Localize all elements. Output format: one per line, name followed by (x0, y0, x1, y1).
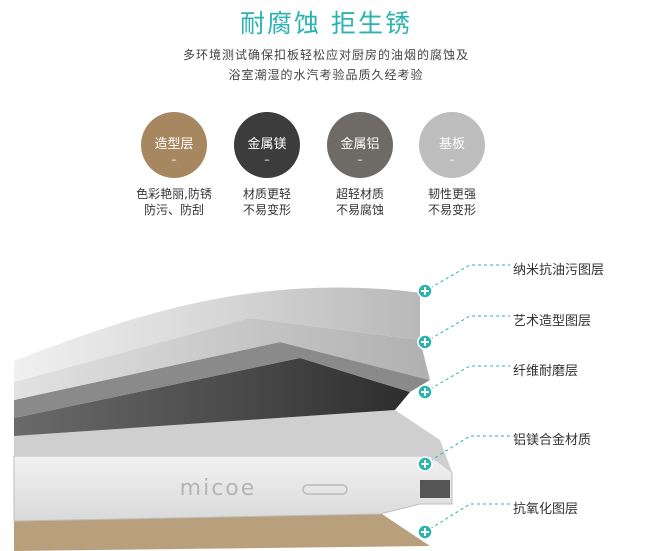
brand-logo: micoe (180, 476, 257, 501)
callout-label-art: 艺术造型图层 (513, 314, 592, 329)
caption-line: 色彩艳丽,防锈 (136, 187, 212, 201)
layer-circle-substrate: 基板 – (419, 112, 485, 178)
caption-line: 超轻材质 (335, 187, 384, 201)
layer-circle-label: 金属铝 (340, 137, 380, 152)
layer-circle-label: 造型层 (154, 137, 194, 152)
description-line-2: 浴室潮湿的水汽考验品质久经考验 (228, 68, 424, 82)
layer-circle-label: 基板 (438, 137, 465, 152)
layer-circle-dash: – (171, 153, 177, 166)
caption-line: 不易变形 (427, 203, 476, 217)
alloy-panel-top (14, 410, 452, 472)
callout-label-nano: 纳米抗油污图层 (513, 263, 605, 278)
layer-circle-dash: – (264, 153, 270, 166)
art-coating-sheet (14, 318, 430, 400)
fiber-layer-sheet (14, 358, 410, 436)
layer-circle-dash: – (357, 153, 363, 166)
caption-line: 不易变形 (242, 203, 291, 217)
layer-caption-magnesium: 材质更轻 不易变形 (217, 186, 317, 218)
layer-circle-label: 金属镁 (247, 137, 287, 152)
callout-label-oxidation: 抗氧化图层 (513, 502, 579, 517)
callout-label-alloy: 铝镁合金材质 (513, 433, 592, 448)
plus-marker-art-icon (417, 334, 433, 350)
callout-label-fiber: 纤维耐磨层 (513, 364, 579, 379)
layer-caption-coating: 色彩艳丽,防锈 防污、防刮 (124, 186, 224, 218)
layer-circle-dash: – (449, 153, 455, 166)
description-line-1: 多环境测试确保扣板轻松应对厨房的油烟的腐蚀及 (182, 48, 469, 62)
plus-marker-nano-icon (417, 283, 433, 299)
plus-marker-fiber-icon (417, 384, 433, 400)
panel-slot (302, 484, 348, 495)
magnesium-layer-sheet (14, 342, 430, 418)
callout-line-alloy (424, 435, 510, 465)
nano-coating-sheet (14, 286, 420, 382)
layer-caption-aluminum: 超轻材质 不易腐蚀 (310, 186, 410, 218)
callout-line-oxidation (424, 503, 510, 533)
layer-circle-coating: 造型层 – (141, 112, 207, 178)
caption-line: 韧性更强 (427, 187, 476, 201)
callout-line-fiber (424, 365, 510, 393)
caption-line: 材质更轻 (242, 187, 291, 201)
layer-caption-substrate: 韧性更强 不易变形 (402, 186, 502, 218)
caption-line: 不易腐蚀 (335, 203, 384, 217)
layer-circle-magnesium: 金属镁 – (234, 112, 300, 178)
caption-line: 防污、防刮 (143, 203, 204, 217)
headline: 耐腐蚀 拒生锈 (240, 9, 412, 38)
alloy-panel-lip (420, 480, 450, 498)
nano-coating-edge (13, 285, 421, 361)
plus-marker-alloy-icon (417, 456, 433, 472)
layer-circle-aluminum: 金属铝 – (327, 112, 393, 178)
callout-line-nano (424, 264, 510, 292)
plus-marker-oxidation-icon (417, 524, 433, 540)
callout-lines (424, 264, 510, 533)
callout-line-art (424, 315, 510, 343)
